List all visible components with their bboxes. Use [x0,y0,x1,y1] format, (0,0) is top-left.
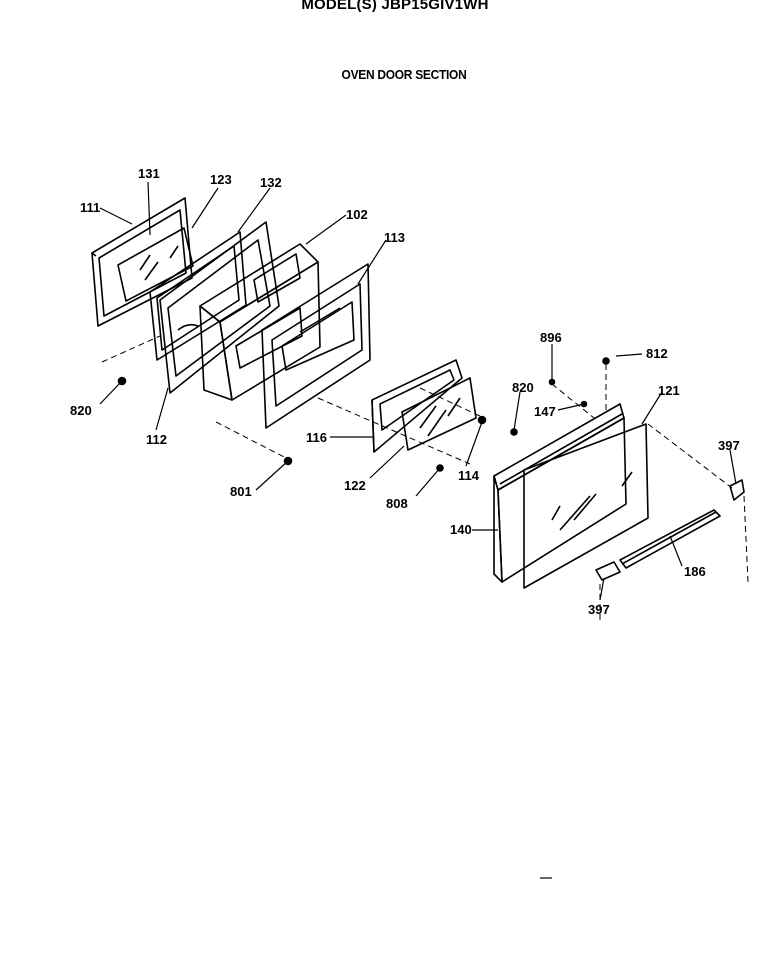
label-186: 186 [684,564,706,579]
label-113: 113 [384,230,405,245]
label-132: 132 [260,175,282,190]
label-114: 114 [458,468,480,483]
label-123: 123 [210,172,232,187]
alignment-lines [101,335,749,620]
part-116-frame [371,359,463,453]
part-121-outer-glass [523,423,649,589]
label-131: 131 [138,166,160,181]
label-808: 808 [386,496,408,511]
part-397-end-cap-left [595,561,621,581]
label-112: 112 [146,432,167,447]
label-147: 147 [534,404,556,419]
part-131-window-glass [117,227,194,302]
part-123-gasket [149,231,247,361]
label-116: 116 [306,430,327,445]
label-140: 140 [450,522,472,537]
label-820-right: 820 [512,380,534,395]
part-labels: 111 131 123 132 102 113 820 112 116 801 … [70,166,740,617]
leader-lines [99,181,737,601]
part-111-inner-panel [91,197,193,327]
label-122: 122 [344,478,366,493]
part-113-door-liner [261,263,371,429]
part-122-glass [401,377,477,451]
label-801: 801 [230,484,252,499]
part-397-end-cap-right [729,479,745,501]
part-186-handle [619,509,721,569]
label-397-left: 397 [588,602,610,617]
label-820-left: 820 [70,403,92,418]
section-title: OVEN DOOR SECTION [341,67,467,82]
label-111: 111 [80,200,100,215]
part-132-mid-panel [159,221,280,394]
label-102: 102 [346,207,368,222]
diagram-title: MODEL(S) JBP15GIV1WH [301,0,489,13]
label-397-right: 397 [718,438,740,453]
part-102-insulation-box [199,243,321,401]
label-896: 896 [540,330,562,345]
label-812: 812 [646,346,668,361]
part-140-outer-door [493,403,627,583]
label-121: 121 [658,383,680,398]
